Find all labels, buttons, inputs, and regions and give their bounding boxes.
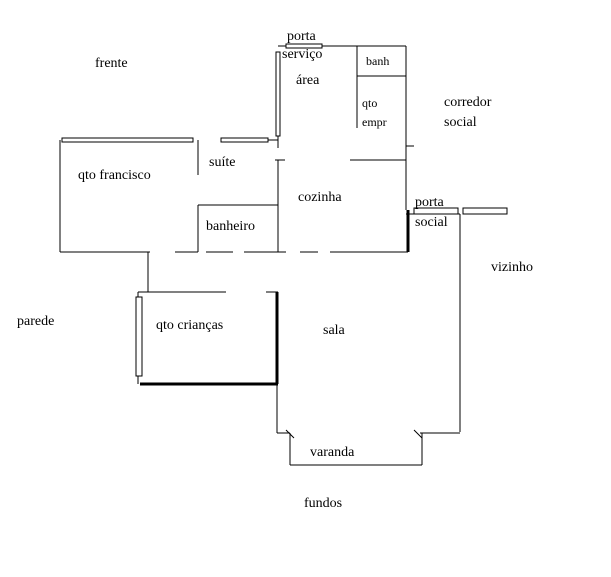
- label-cozinha: cozinha: [298, 190, 342, 205]
- area-window: [275, 51, 281, 137]
- label-social: social: [415, 215, 448, 230]
- porta-servico-door: [285, 43, 323, 49]
- qto-criancas-window: [135, 296, 143, 377]
- label-corredor: corredor: [444, 95, 492, 110]
- vizinho-window: [462, 207, 508, 215]
- label-porta-servico: porta: [287, 29, 317, 44]
- label-frente: frente: [95, 56, 128, 71]
- label-qto-francisco: qto francisco: [78, 168, 151, 183]
- label-banheiro: banheiro: [206, 219, 255, 234]
- label-parede: parede: [17, 314, 54, 329]
- label-corredor-social: social: [444, 115, 477, 130]
- label-banh: banh: [366, 54, 389, 68]
- label-suite: suíte: [209, 155, 235, 170]
- label-qto-empr-1: qto: [362, 96, 377, 110]
- service-area-walls: [278, 45, 414, 210]
- label-servico: serviço: [282, 47, 322, 62]
- porta-social-door: [413, 207, 459, 215]
- label-qto-criancas: qto crianças: [156, 318, 223, 333]
- qto-francisco-window: [61, 137, 194, 143]
- label-porta-social: porta: [415, 195, 445, 210]
- bedroom-walls: [59, 136, 286, 253]
- label-area: área: [296, 73, 320, 88]
- label-fundos: fundos: [304, 496, 342, 511]
- suite-window: [220, 137, 269, 143]
- label-qto-empr-2: empr: [362, 115, 387, 129]
- label-sala: sala: [323, 323, 346, 338]
- label-vizinho: vizinho: [491, 260, 533, 275]
- label-varanda: varanda: [310, 445, 355, 460]
- living-walls: [276, 384, 460, 466]
